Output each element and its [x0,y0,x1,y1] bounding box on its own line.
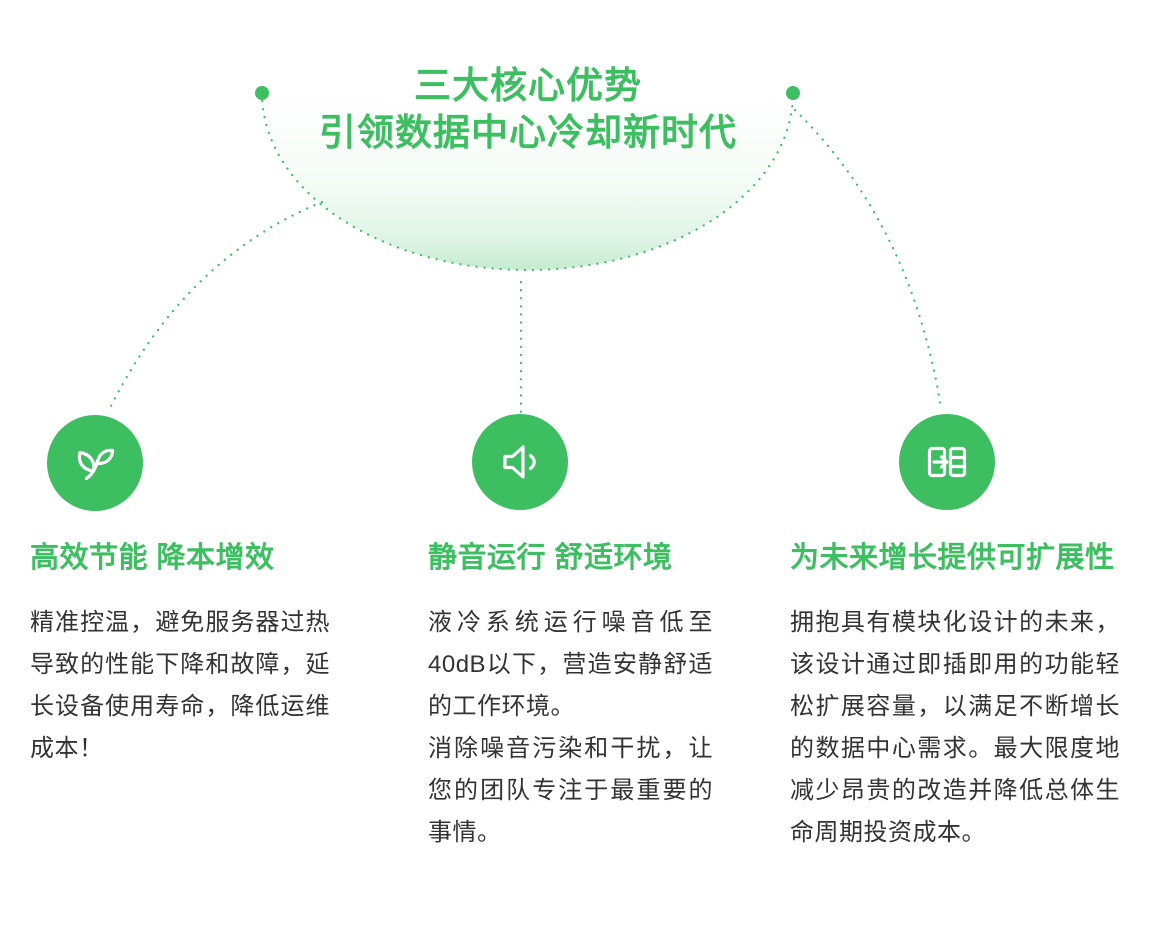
feature-body-scalability: 拥抱具有模块化设计的未来，该设计通过即插即用的功能轻松扩展容量，以满足不断增长的… [790,609,1120,846]
feature-column-efficiency: 高效节能 降本增效 精准控温，避免服务器过热导致的性能下降和故障，延长设备使用寿… [30,540,330,770]
scalability-icon-circle [899,414,995,510]
feature-column-quiet: 静音运行 舒适环境 液冷系统运行噪音低至40dB以下，营造安静舒适的工作环境。 … [428,540,713,854]
feature-column-scalability: 为未来增长提供可扩展性 拥抱具有模块化设计的未来，该设计通过即插即用的功能轻松扩… [790,540,1120,854]
feature-body-quiet: 液冷系统运行噪音低至40dB以下，营造安静舒适的工作环境。 消除噪音污染和干扰，… [428,609,713,846]
feature-heading-scalability: 为未来增长提供可扩展性 [790,542,1115,574]
leaf-icon [77,448,115,481]
feature-body-efficiency: 精准控温，避免服务器过热导致的性能下降和故障，延长设备使用寿命，降低运维成本！ [30,609,330,762]
page-title: 三大核心优势 引领数据中心冷却新时代 [128,62,928,156]
left-connector-line [108,200,324,410]
speaker-icon [503,445,536,479]
feature-heading-efficiency: 高效节能 降本增效 [30,542,275,574]
feature-heading-quiet: 静音运行 舒适环境 [428,542,673,574]
efficiency-icon-circle [47,415,143,511]
title-line-1: 三大核心优势 [414,65,642,106]
title-line-2: 引领数据中心冷却新时代 [319,112,737,153]
quiet-icon-circle [472,414,568,510]
expand-icon [927,446,967,478]
